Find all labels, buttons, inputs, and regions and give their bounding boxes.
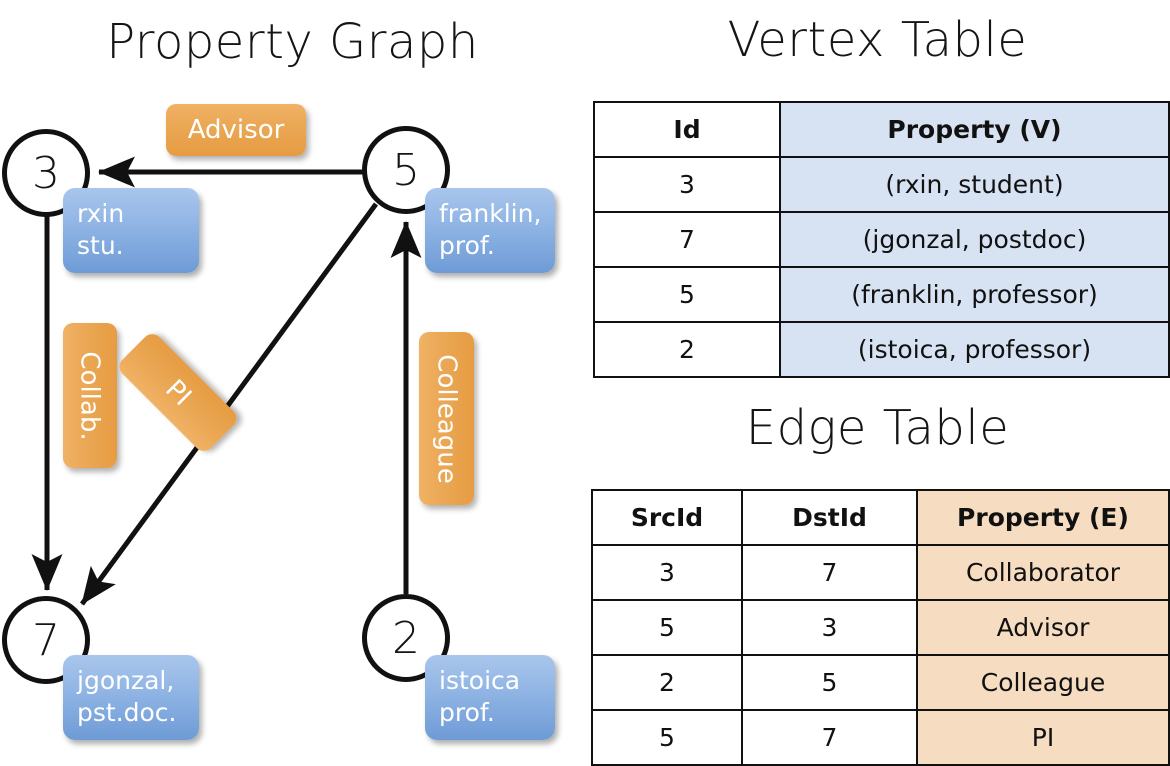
vertex-row-2-property: (franklin, professor)	[779, 266, 1170, 323]
node-property-2-line1: istoica	[439, 666, 521, 695]
page-title-property-graph: Property Graph	[106, 14, 479, 70]
edge-table-col-srcid: SrcId	[591, 489, 743, 546]
edge-5-to-7	[79, 202, 379, 606]
graph-node-7-label: 7	[32, 614, 60, 666]
edge-label-advisor-text: Advisor	[187, 115, 285, 145]
edge-row-0-src: 3	[591, 544, 743, 601]
vertex-table-header-row: Id Property (V)	[593, 101, 1170, 158]
graph-node-2[interactable]: 2	[362, 594, 450, 682]
edge-row-3-src: 5	[591, 709, 743, 766]
page-title-vertex-table: Vertex Table	[727, 12, 1028, 68]
edge-table-col-property: Property (E)	[916, 489, 1170, 546]
edge-table-col-dstid: DstId	[741, 489, 918, 546]
edge-row-2-property: Colleague	[916, 654, 1170, 711]
graph-node-5-label: 5	[392, 144, 420, 196]
edge-row-1-property: Advisor	[916, 599, 1170, 656]
vertex-table-col-property: Property (V)	[779, 101, 1170, 158]
edge-row-0-dst: 7	[741, 544, 918, 601]
node-property-3-line2: stu.	[77, 231, 124, 260]
vertex-row-0-id: 3	[593, 156, 781, 213]
vertex-table-col-id: Id	[593, 101, 781, 158]
edge-row-3-dst: 7	[741, 709, 918, 766]
edge-row-3-property: PI	[916, 709, 1170, 766]
table-row[interactable]: 5 7 PI	[591, 709, 1170, 766]
table-row[interactable]: 3 7 Collaborator	[591, 544, 1170, 601]
edge-row-2-src: 2	[591, 654, 743, 711]
node-property-5-line1: franklin,	[439, 199, 542, 228]
node-property-5-line2: prof.	[439, 231, 495, 260]
node-property-box-7: jgonzal, pst.doc.	[63, 655, 199, 740]
table-row[interactable]: 5 (franklin, professor)	[593, 266, 1170, 323]
vertex-row-2-id: 5	[593, 266, 781, 323]
graph-edges-layer	[31, 156, 422, 606]
edge-label-colleague-text: Colleague	[431, 353, 462, 484]
node-property-box-3: rxin stu.	[63, 188, 199, 273]
node-property-box-5: franklin, prof.	[425, 188, 555, 273]
edge-label-collab: Collab.	[63, 323, 117, 468]
edge-row-2-dst: 5	[741, 654, 918, 711]
edge-table: SrcId DstId Property (E) 3 7 Collaborato…	[591, 489, 1170, 766]
graph-node-2-label: 2	[392, 612, 420, 664]
node-property-7-line1: jgonzal,	[77, 666, 175, 695]
page-title-edge-table: Edge Table	[745, 400, 1010, 456]
edge-label-colleague: Colleague	[419, 332, 474, 505]
edge-row-1-dst: 3	[741, 599, 918, 656]
table-row[interactable]: 2 5 Colleague	[591, 654, 1170, 711]
node-property-box-2: istoica prof.	[425, 655, 555, 740]
vertex-row-0-property: (rxin, student)	[779, 156, 1170, 213]
vertex-row-3-property: (istoica, professor)	[779, 321, 1170, 378]
vertex-row-3-id: 2	[593, 321, 781, 378]
edge-label-collab-text: Collab.	[75, 350, 105, 441]
table-row[interactable]: 7 (jgonzal, postdoc)	[593, 211, 1170, 268]
graph-node-5[interactable]: 5	[362, 126, 450, 214]
graph-node-3-label: 3	[32, 147, 60, 199]
vertex-row-1-id: 7	[593, 211, 781, 268]
edge-table-header-row: SrcId DstId Property (E)	[591, 489, 1170, 546]
edge-label-pi-text: PI	[159, 373, 197, 412]
node-property-3-line1: rxin	[77, 199, 125, 228]
edge-row-1-src: 5	[591, 599, 743, 656]
vertex-table: Id Property (V) 3 (rxin, student) 7 (jgo…	[593, 101, 1170, 378]
table-row[interactable]: 3 (rxin, student)	[593, 156, 1170, 213]
table-row[interactable]: 2 (istoica, professor)	[593, 321, 1170, 378]
edge-label-advisor: Advisor	[166, 104, 306, 156]
node-property-2-line2: prof.	[439, 698, 495, 727]
table-row[interactable]: 5 3 Advisor	[591, 599, 1170, 656]
edge-row-0-property: Collaborator	[916, 544, 1170, 601]
node-property-7-line2: pst.doc.	[77, 698, 177, 727]
vertex-row-1-property: (jgonzal, postdoc)	[779, 211, 1170, 268]
